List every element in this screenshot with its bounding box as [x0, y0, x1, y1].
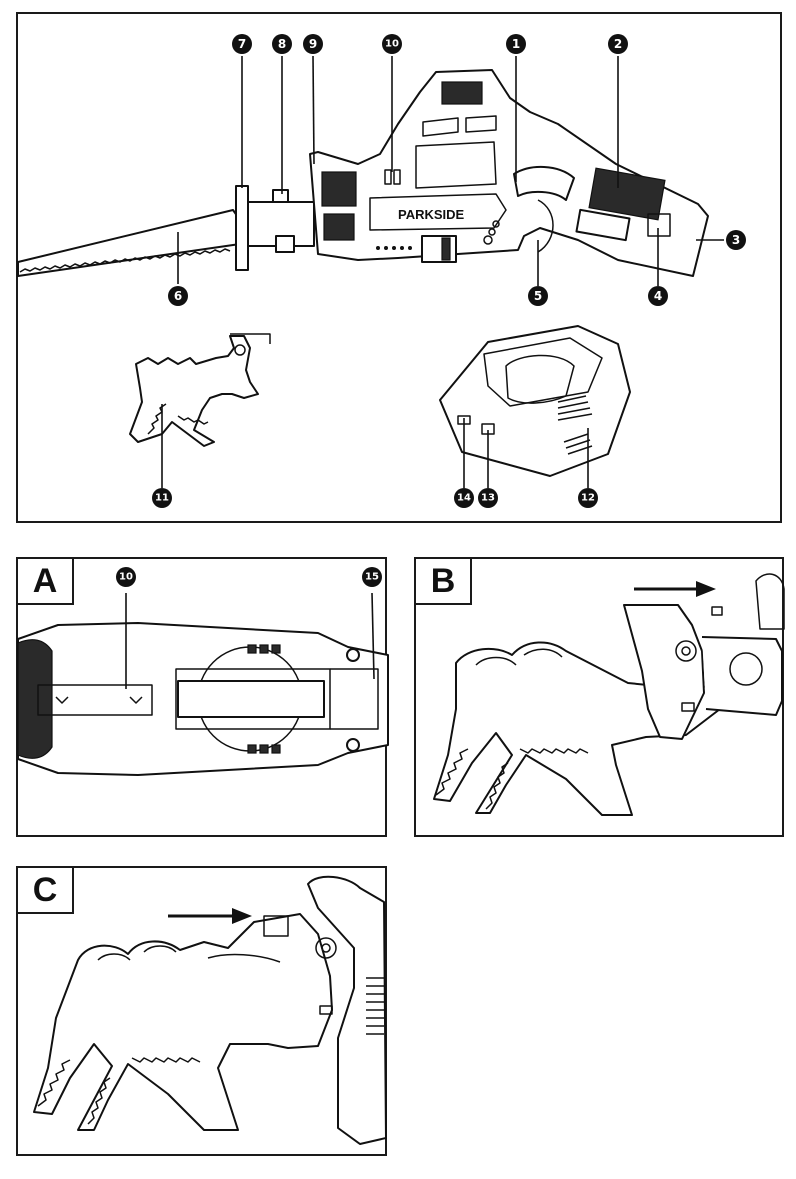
- callout-6: 6: [168, 286, 188, 306]
- svg-text:3: 3: [732, 233, 740, 247]
- battery-charger: [439, 325, 631, 477]
- callout-9: 9: [303, 34, 323, 54]
- callout-2: 2: [608, 34, 628, 54]
- parts-overview-drawing: PARKSIDE: [17, 34, 746, 508]
- callout-13: 13: [478, 488, 498, 508]
- callout-7: 7: [232, 34, 252, 54]
- panel-c-drawing: [33, 875, 387, 1145]
- svg-text:9: 9: [309, 37, 317, 51]
- svg-text:15: 15: [365, 572, 379, 583]
- svg-text:11: 11: [155, 493, 169, 504]
- callout-1: 1: [506, 34, 526, 54]
- svg-text:1: 1: [512, 37, 520, 51]
- parts-overview-panel: PARKSIDE: [16, 12, 782, 523]
- figure-panel-b: B: [414, 557, 785, 837]
- callout-10: 10: [382, 34, 402, 54]
- svg-text:12: 12: [581, 493, 595, 504]
- svg-text:8: 8: [278, 37, 286, 51]
- callout-12: 12: [578, 488, 598, 508]
- panel-b-letter: B: [414, 557, 472, 605]
- saw-blade: [17, 209, 241, 277]
- figure-panel-c: C: [16, 866, 387, 1156]
- saw-housing: [309, 69, 709, 277]
- panel-a-drawing: 10 15: [17, 567, 389, 776]
- svg-text:4: 4: [654, 289, 662, 303]
- saw-top-view: [17, 622, 389, 776]
- callout-5: 5: [528, 286, 548, 306]
- callout-14: 14: [454, 488, 474, 508]
- direction-arrow: [634, 581, 716, 597]
- brand-label: PARKSIDE: [398, 207, 465, 222]
- base-plate-shoe: [235, 185, 315, 271]
- panel-a-letter: A: [16, 557, 74, 605]
- blade-clamp-accessory: [129, 333, 271, 447]
- callout-leader-lines: [161, 55, 724, 488]
- callout-4: 4: [648, 286, 668, 306]
- callout-11: 11: [152, 488, 172, 508]
- svg-text:10: 10: [119, 572, 133, 583]
- direction-arrow: [168, 908, 252, 924]
- svg-text:13: 13: [481, 493, 495, 504]
- blade-clamp-inserted: [33, 875, 387, 1145]
- panel-a-callout-15: 15: [362, 567, 382, 587]
- svg-text:7: 7: [238, 37, 246, 51]
- svg-text:5: 5: [534, 289, 542, 303]
- panel-c-letter: C: [16, 866, 74, 914]
- svg-text:14: 14: [457, 493, 471, 504]
- svg-text:6: 6: [174, 289, 182, 303]
- panel-b-drawing: [433, 573, 785, 816]
- callout-8: 8: [272, 34, 292, 54]
- svg-text:10: 10: [385, 39, 399, 50]
- blade-clamp-attached: [433, 573, 785, 816]
- svg-text:2: 2: [614, 37, 622, 51]
- panel-a-callout-10: 10: [116, 567, 136, 587]
- callout-3: 3: [726, 230, 746, 250]
- figure-panel-a: 10 15 A: [16, 557, 389, 837]
